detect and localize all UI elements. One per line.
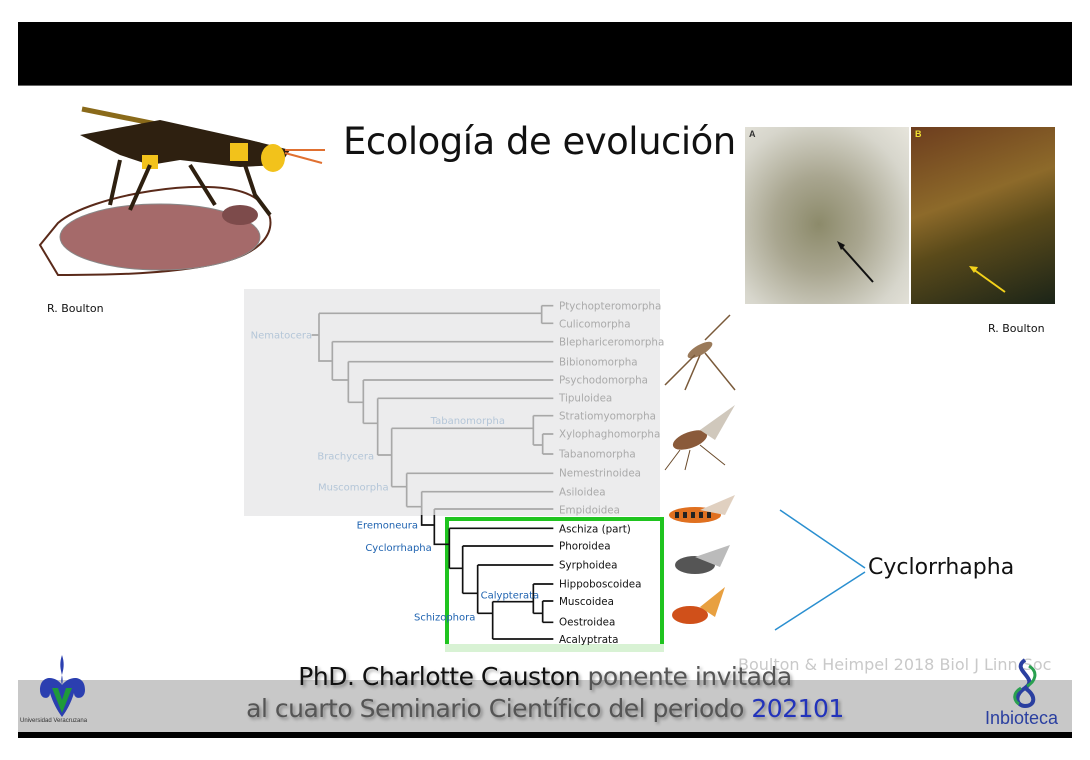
taxon-label: Psychodomorpha	[559, 375, 648, 387]
footer-line-2: al cuarto Seminario Científico del perio…	[0, 694, 1090, 723]
seminar-text: al cuarto Seminario Científico del perio…	[246, 694, 744, 723]
fly-illustrations	[664, 314, 736, 624]
taxon-label: Blephariceromorpha	[559, 336, 664, 348]
clade-label-nematocera: Nematocera	[251, 330, 312, 341]
taxon-label: Ptychopteromorpha	[559, 300, 661, 312]
clade-label-tabanomorpha: Tabanomorpha	[430, 416, 505, 427]
photo-a: A	[745, 127, 909, 304]
uv-logo-text: Universidad Veracruzana	[20, 718, 88, 724]
cyclorrhapha-callout: Cyclorrhapha	[868, 555, 1015, 580]
orange-fly-icon	[672, 587, 725, 624]
taxon-label: Tabanomorpha	[558, 449, 636, 461]
clade-label-cyclorrhapha: Cyclorrhapha	[365, 543, 431, 554]
period-number: 202101	[751, 694, 844, 723]
citation: Boulton & Heimpel 2018 Biol J Linn Soc	[738, 655, 1052, 674]
photo-a-label: A	[749, 129, 756, 139]
taxon-label: Muscoidea	[559, 596, 614, 608]
housefly-icon	[675, 545, 730, 574]
speaker-role: ponente invitada	[587, 662, 792, 691]
speaker-name: PhD. Charlotte Causton	[298, 662, 581, 691]
footer-line-1: PhD. Charlotte Causton ponente invitada	[0, 662, 1090, 691]
taxon-label: Stratiomyomorpha	[559, 410, 656, 422]
yellow-arrow-icon	[969, 266, 1006, 293]
clade-label-muscomorpha: Muscomorpha	[318, 483, 389, 494]
inbioteca-logo	[1013, 658, 1037, 708]
credit-right: R. Boulton	[988, 322, 1045, 335]
credit-left: R. Boulton	[47, 302, 104, 315]
black-arrow-icon	[837, 241, 874, 283]
taxon-label: Oestroidea	[559, 617, 615, 629]
clade-label-calypterata: Calypterata	[481, 590, 540, 601]
tree-grey-background	[244, 289, 660, 516]
top-black-bar	[18, 22, 1072, 86]
horse-fly-icon	[664, 405, 735, 471]
phylogenetic-tree: Ptychopteromorpha Culicomorpha Blepharic…	[251, 300, 665, 646]
hoverfly-icon	[669, 495, 735, 523]
cyclorrhapha-bracket-lines	[774, 509, 866, 631]
taxon-label: Nemestrinoidea	[559, 467, 641, 479]
taxon-label: Phoroidea	[559, 541, 611, 553]
universidad-veracruzana-logo	[40, 655, 85, 717]
taxa-labels: Ptychopteromorpha Culicomorpha Blepharic…	[558, 300, 664, 646]
taxon-label: Xylophaghomorpha	[559, 429, 660, 441]
taxon-label: Acalyptrata	[559, 634, 618, 646]
footer-black-bar	[18, 732, 1072, 738]
tree-branches-grey	[311, 304, 554, 515]
taxon-label: Empidoidea	[559, 504, 620, 516]
photo-b: B	[911, 127, 1055, 304]
crane-fly-icon	[664, 314, 736, 391]
larva-photos: A B	[745, 127, 1055, 304]
wasp-on-pupa-illustration	[38, 106, 325, 277]
clade-label-schizophora: Schizophora	[414, 612, 475, 623]
inbioteca-logo-text: Inbioteca	[985, 708, 1059, 728]
taxon-label: Asiloidea	[559, 486, 606, 498]
footer-band	[18, 680, 1072, 732]
slide-title: Ecología de evolución	[343, 120, 736, 163]
tree-branches-black	[420, 515, 554, 640]
clade-labels: Nematocera Tabanomorpha Brachycera Musco…	[251, 330, 540, 623]
taxon-label: Syrphoidea	[559, 560, 617, 572]
photo-b-label: B	[915, 129, 922, 139]
taxon-label: Bibionomorpha	[559, 356, 638, 368]
clade-label-brachycera: Brachycera	[317, 452, 374, 463]
clade-label-eremoneura: Eremoneura	[357, 521, 418, 532]
taxon-label: Tipuloidea	[558, 392, 612, 404]
taxon-label: Aschiza (part)	[559, 523, 631, 535]
highlight-box-shadow	[445, 644, 664, 652]
taxon-label: Hippoboscoidea	[559, 579, 641, 591]
taxon-label: Culicomorpha	[559, 318, 631, 330]
